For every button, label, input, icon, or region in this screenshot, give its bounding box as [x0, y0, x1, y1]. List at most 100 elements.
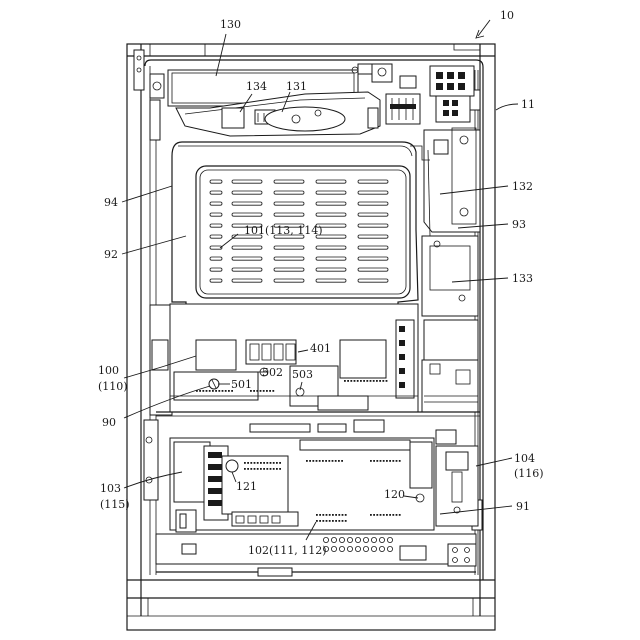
pin [338, 520, 340, 522]
pin [266, 462, 268, 464]
pin [222, 390, 224, 392]
pin [256, 390, 258, 392]
pin [309, 460, 311, 462]
tray-slot [210, 191, 222, 194]
grille-hole [331, 537, 336, 542]
pin [370, 514, 372, 516]
pin [383, 514, 385, 516]
pin [399, 460, 401, 462]
pin [247, 462, 249, 464]
pin [379, 380, 381, 382]
tray-slot [274, 191, 304, 194]
pin [225, 390, 227, 392]
grille-hole [371, 537, 376, 542]
tray-slot [274, 180, 304, 183]
grille-hole [323, 537, 328, 542]
label-110: (110) [98, 380, 128, 393]
tray-slot [210, 180, 222, 183]
grille-hole [339, 537, 344, 542]
pin [345, 520, 347, 522]
label-503: 503 [292, 368, 313, 381]
pin [257, 468, 259, 470]
pin [276, 468, 278, 470]
pin [342, 520, 344, 522]
grille-hole [339, 546, 344, 551]
label-501: 501 [231, 378, 252, 391]
pin [316, 514, 318, 516]
label-134: 134 [246, 80, 267, 93]
pin [270, 468, 272, 470]
pin [376, 514, 378, 516]
pin [376, 380, 378, 382]
pin [273, 462, 275, 464]
pin [335, 460, 337, 462]
label-132: 132 [512, 180, 533, 193]
pin [260, 462, 262, 464]
pin [276, 462, 278, 464]
pin [316, 460, 318, 462]
pin [344, 380, 346, 382]
pin [380, 460, 382, 462]
label-104: 104 [514, 452, 535, 465]
tray-slot [316, 246, 346, 249]
pin [260, 390, 262, 392]
label-133: 133 [512, 272, 533, 285]
pin [209, 390, 211, 392]
pin [389, 460, 391, 462]
tray-slot [232, 180, 262, 183]
pin [392, 460, 394, 462]
pin [335, 514, 337, 516]
grille-hole [355, 546, 360, 551]
pin [338, 514, 340, 516]
tray-slot [316, 202, 346, 205]
pin [212, 390, 214, 392]
pin [228, 390, 230, 392]
pin [269, 390, 271, 392]
pin [257, 462, 259, 464]
top-connector-cluster [386, 66, 474, 124]
pin [366, 380, 368, 382]
pin [244, 468, 246, 470]
pin [382, 380, 384, 382]
grille-hole [379, 546, 384, 551]
tray-slot [210, 224, 222, 227]
pin [342, 514, 344, 516]
label-90: 90 [102, 416, 116, 429]
pin [363, 380, 365, 382]
pin [376, 460, 378, 462]
pin [329, 520, 331, 522]
pin [350, 380, 352, 382]
pin [357, 380, 359, 382]
right-upper-box-132 [424, 128, 480, 232]
label-91: 91 [516, 500, 530, 513]
pin [202, 390, 204, 392]
label-100: 100 [98, 364, 119, 377]
tray-slot [358, 191, 388, 194]
tray-slot [358, 180, 388, 183]
pin [319, 520, 321, 522]
tray-slot [316, 268, 346, 271]
pin [319, 514, 321, 516]
label-11: 11 [521, 98, 535, 111]
grille-hole [355, 537, 360, 542]
label-116: (116) [514, 467, 544, 480]
label-120: 120 [384, 488, 405, 501]
label-94: 94 [104, 196, 118, 209]
pin [279, 468, 281, 470]
pin [272, 390, 274, 392]
label-401: 401 [310, 342, 331, 355]
tray-slot [316, 257, 346, 260]
tray-slot [358, 246, 388, 249]
tray-slot [274, 213, 304, 216]
tray-slot [316, 213, 346, 216]
tray-slot [316, 191, 346, 194]
pin [373, 460, 375, 462]
tray-slot [210, 268, 222, 271]
shelf-divider [156, 412, 480, 432]
label-130: 130 [220, 18, 241, 31]
pin [360, 380, 362, 382]
tray-slot [358, 257, 388, 260]
label-103: 103 [100, 482, 121, 495]
pin [247, 468, 249, 470]
